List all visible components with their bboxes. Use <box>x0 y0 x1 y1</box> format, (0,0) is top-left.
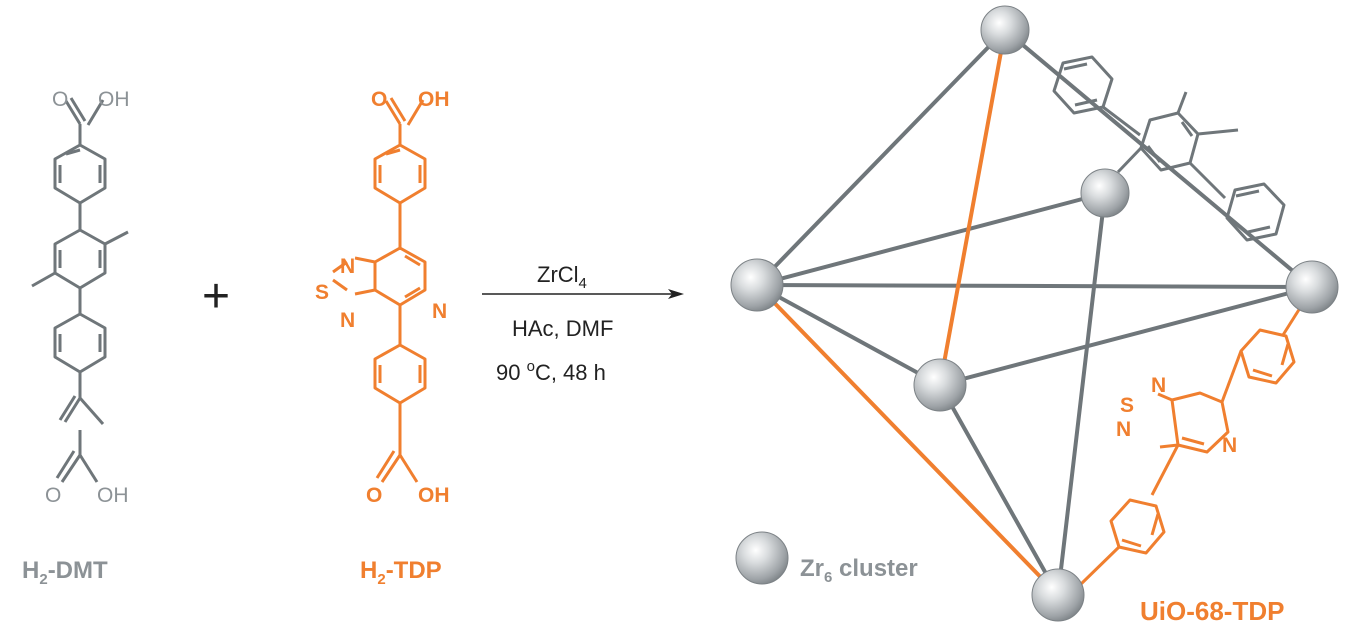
zr6-cluster-legend: Zr6 cluster <box>800 555 918 586</box>
reaction-arrow <box>482 289 684 299</box>
tdp-bottom-oxygen: O <box>366 484 382 507</box>
zr-node-left <box>730 258 784 312</box>
h2-tdp-molecule <box>332 97 427 483</box>
h2-tdp-atom-labels: O OH N S N N O OH <box>315 88 450 507</box>
octahedron-edges-grey <box>755 28 1314 597</box>
tdp-pyridine-nitrogen: N <box>432 300 447 323</box>
tdp-bottom-hydroxyl: OH <box>418 484 450 507</box>
dmt-top-hydroxyl: OH <box>98 88 130 111</box>
tdp-linker-in-framework <box>1078 307 1302 587</box>
zr-node-top <box>980 5 1030 55</box>
zr6-cluster-nodes <box>730 5 1339 622</box>
dmt-bottom-hydroxyl: OH <box>97 484 129 507</box>
octahedron-edges-orange <box>755 28 1060 597</box>
dmt-linker-in-framework <box>1052 55 1286 242</box>
h2-dmt-atom-labels: O OH O OH <box>45 88 130 507</box>
h2-dmt-name: H2-DMT <box>22 557 108 588</box>
uio-68-tdp-name: UiO-68-TDP <box>1140 596 1284 626</box>
tdp-ring-sulfur: S <box>315 281 329 304</box>
dmt-bottom-carboxyl-bonds <box>55 430 99 483</box>
tdp-ring-nitrogen-bottom: N <box>340 309 355 332</box>
zr6-legend-sphere <box>735 531 789 585</box>
h2-dmt-molecule <box>31 97 129 425</box>
solvent-label: HAc, DMF <box>512 316 613 341</box>
product-ring-atom-labels: N S N N <box>1116 374 1237 457</box>
product-ring-nitrogen-top: N <box>1151 374 1166 397</box>
h2-tdp-name: H2-TDP <box>360 557 442 588</box>
zr-node-bottom <box>1031 568 1085 622</box>
dmt-bottom-oxygen: O <box>45 484 61 507</box>
tdp-ring-nitrogen-top: N <box>340 255 355 278</box>
dmt-top-oxygen: O <box>52 88 68 111</box>
product-ring-sulfur: S <box>1120 394 1134 417</box>
plus-sign: + <box>202 270 230 323</box>
temperature-time-label: 90 oC, 48 h <box>496 358 606 385</box>
product-pyridine-nitrogen: N <box>1222 434 1237 457</box>
zr-node-back <box>1080 168 1130 218</box>
reagent-zrcl4: ZrCl4 <box>537 262 587 292</box>
zr-node-front <box>913 358 967 412</box>
tdp-top-oxygen: O <box>371 88 387 111</box>
product-ring-nitrogen-bottom: N <box>1116 418 1131 441</box>
zr-node-right <box>1285 260 1339 314</box>
tdp-top-hydroxyl: OH <box>418 88 450 111</box>
